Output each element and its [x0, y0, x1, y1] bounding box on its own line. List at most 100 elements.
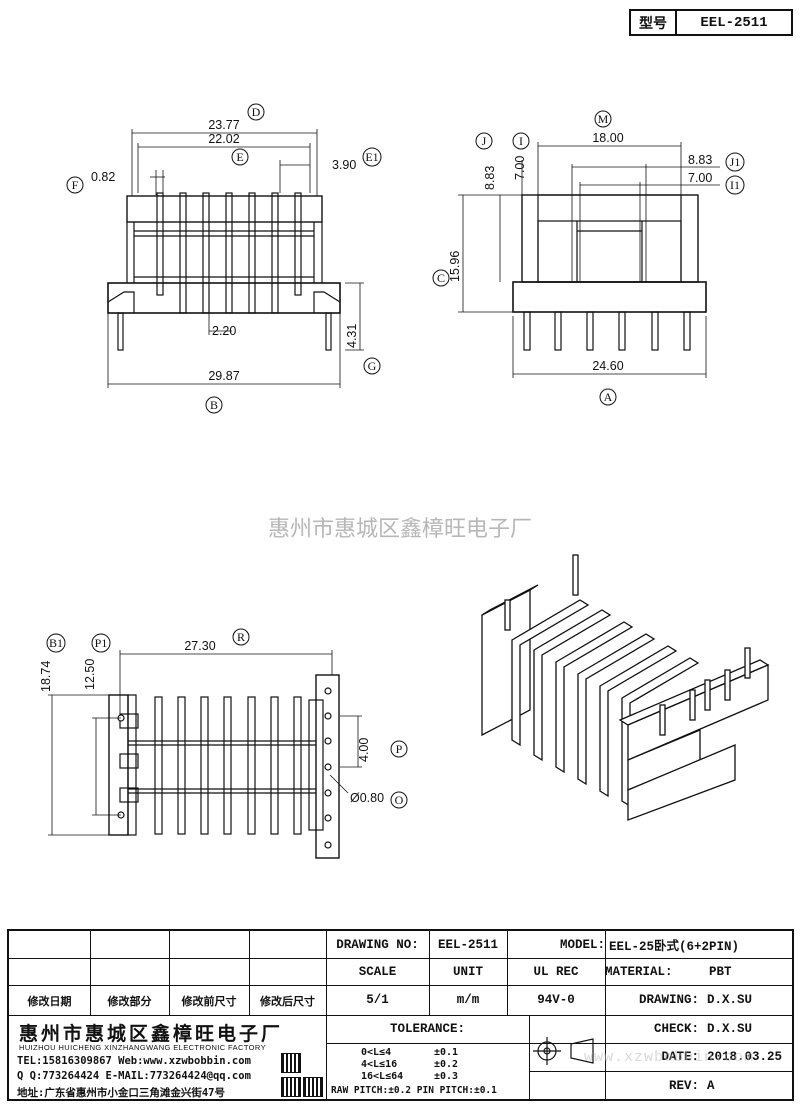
svg-text:A: A — [604, 390, 613, 404]
tolerance-label: TOLERANCE: — [389, 1022, 465, 1036]
qr-code-icon — [303, 1077, 323, 1097]
isometric-view — [481, 554, 770, 821]
company-name-cn: 惠州市惠城区鑫樟旺电子厂 — [19, 1023, 284, 1045]
rev-label: REV: — [668, 1079, 699, 1093]
rev-header-after: 修改后尺寸 — [260, 997, 315, 1009]
pitch-note: RAW PITCH:±0.2 PIN PITCH:±0.1 — [331, 1085, 497, 1096]
watermark-text: 惠州市惠城区鑫樟旺电子厂 — [268, 517, 532, 542]
company-tel: TEL:15816309867 Web:www.xzwbobbin.com — [17, 1055, 251, 1067]
tol-value-1: ±0.1 — [434, 1047, 459, 1058]
ul-rec-label: UL REC — [533, 964, 579, 979]
tol-range-2: 4<L≤16 — [361, 1059, 398, 1070]
dim-J: 8.83 — [483, 166, 497, 190]
rev-value: A — [707, 1079, 715, 1093]
svg-text:G: G — [368, 359, 377, 373]
drawing-label: DRAWING: — [638, 993, 699, 1007]
tol-value-3: ±0.3 — [434, 1071, 459, 1082]
dim-F: 0.82 — [91, 170, 115, 184]
dim-M: 18.00 — [592, 131, 623, 145]
dim-P: 4.00 — [357, 738, 371, 762]
bottom-fins — [154, 696, 302, 835]
model-header-label: 型号 — [631, 11, 677, 34]
svg-text:I: I — [519, 134, 523, 148]
front-fins — [156, 192, 302, 314]
drawing-no-value: EEL-2511 — [437, 937, 498, 952]
marker-R: R — [232, 628, 250, 646]
side-view — [458, 142, 720, 378]
marker-A: A — [599, 388, 617, 406]
rev-header-date: 修改日期 — [27, 997, 72, 1009]
svg-text:P1: P1 — [95, 636, 108, 650]
dim-B1: 18.74 — [39, 661, 53, 692]
qr-code-icon — [281, 1053, 301, 1073]
svg-text:C: C — [437, 271, 445, 285]
model-label: MODEL: — [559, 937, 605, 952]
marker-C: C — [432, 269, 450, 287]
company-address: 地址:广东省惠州市小金口三角滩金兴街47号 — [17, 1087, 225, 1099]
dim-J1: 8.83 — [688, 153, 712, 167]
qr-code-icon — [281, 1077, 301, 1097]
dim-A: 24.60 — [592, 359, 623, 373]
dim-E: 22.02 — [208, 132, 239, 146]
svg-text:I1: I1 — [730, 178, 740, 192]
scale-value: 5/1 — [366, 993, 389, 1007]
rev-header-before: 修改前尺寸 — [181, 997, 237, 1009]
marker-I1: I1 — [725, 175, 745, 195]
markers: D E E1 F B G J I M J1 I1 C A B1 P1 R P O — [46, 103, 745, 809]
tol-range-1: 0<L≤4 — [361, 1047, 392, 1058]
dim-G: 4.31 — [345, 324, 359, 348]
company-qq: Q Q:773264424 E-MAIL:773264424@qq.com — [17, 1070, 251, 1082]
company-name-en: HUIZHOU HUICHENG XINZHANGWANG ELECTRONIC… — [19, 1043, 266, 1052]
scale-label: SCALE — [358, 964, 397, 979]
rev-header-part: 修改部分 — [107, 997, 152, 1009]
svg-text:B: B — [210, 398, 218, 412]
model-header-value: EEL-2511 — [700, 14, 768, 31]
date-value: 2018.03.25 — [707, 1050, 783, 1064]
svg-text:B1: B1 — [49, 636, 63, 650]
dim-E1: 3.90 — [332, 158, 356, 172]
svg-text:J1: J1 — [730, 155, 741, 169]
unit-label: UNIT — [452, 964, 483, 979]
dim-P1: 12.50 — [83, 659, 97, 690]
svg-text:R: R — [237, 630, 245, 644]
svg-text:M: M — [598, 112, 609, 126]
marker-I: I — [512, 132, 530, 150]
dim-D: 23.77 — [208, 118, 239, 132]
material-value: PBT — [709, 964, 732, 979]
projection-symbol-icon — [533, 1037, 594, 1065]
marker-B1: B1 — [46, 633, 66, 653]
model-value: EEL-25卧式(6+2PIN) — [609, 940, 740, 954]
marker-P: P — [390, 740, 408, 758]
svg-text:J: J — [482, 134, 487, 148]
svg-text:P: P — [396, 742, 403, 756]
bottom-view — [48, 650, 362, 859]
title-block: 修改日期 修改部分 修改前尺寸 修改后尺寸 DRAWING NO: EEL-25… — [7, 929, 794, 1101]
dim-O: Ø0.80 — [350, 791, 384, 805]
svg-text:F: F — [72, 178, 79, 192]
ul-rec-value: 94V-0 — [537, 993, 575, 1007]
marker-B: B — [205, 396, 223, 414]
marker-G: G — [363, 357, 381, 375]
website-watermark: www.xzwbobbin.com — [583, 1048, 755, 1066]
dim-R: 27.30 — [184, 639, 215, 653]
check-value: D.X.SU — [707, 1022, 753, 1036]
technical-drawing: 惠州市惠城区鑫樟旺电子厂 — [39, 103, 770, 859]
marker-P1: P1 — [91, 633, 111, 653]
marker-J: J — [475, 132, 493, 150]
drawing-no-label: DRAWING NO: — [336, 937, 419, 952]
svg-text:E1: E1 — [365, 150, 378, 164]
dim-pitch: 2.20 — [212, 324, 236, 338]
material-label: MATERIAL: — [605, 964, 673, 979]
dim-B: 29.87 — [208, 369, 239, 383]
check-label: CHECK: — [653, 1022, 699, 1036]
drawing-value: D.X.SU — [707, 993, 753, 1007]
tol-range-3: 16<L≤64 — [361, 1071, 404, 1082]
marker-M: M — [594, 110, 612, 128]
svg-text:E: E — [236, 150, 243, 164]
dim-I1: 7.00 — [688, 171, 712, 185]
marker-J1: J1 — [725, 152, 745, 172]
dim-I: 7.00 — [513, 156, 527, 180]
front-view — [107, 129, 364, 388]
svg-text:D: D — [252, 105, 261, 119]
svg-text:O: O — [395, 793, 404, 807]
